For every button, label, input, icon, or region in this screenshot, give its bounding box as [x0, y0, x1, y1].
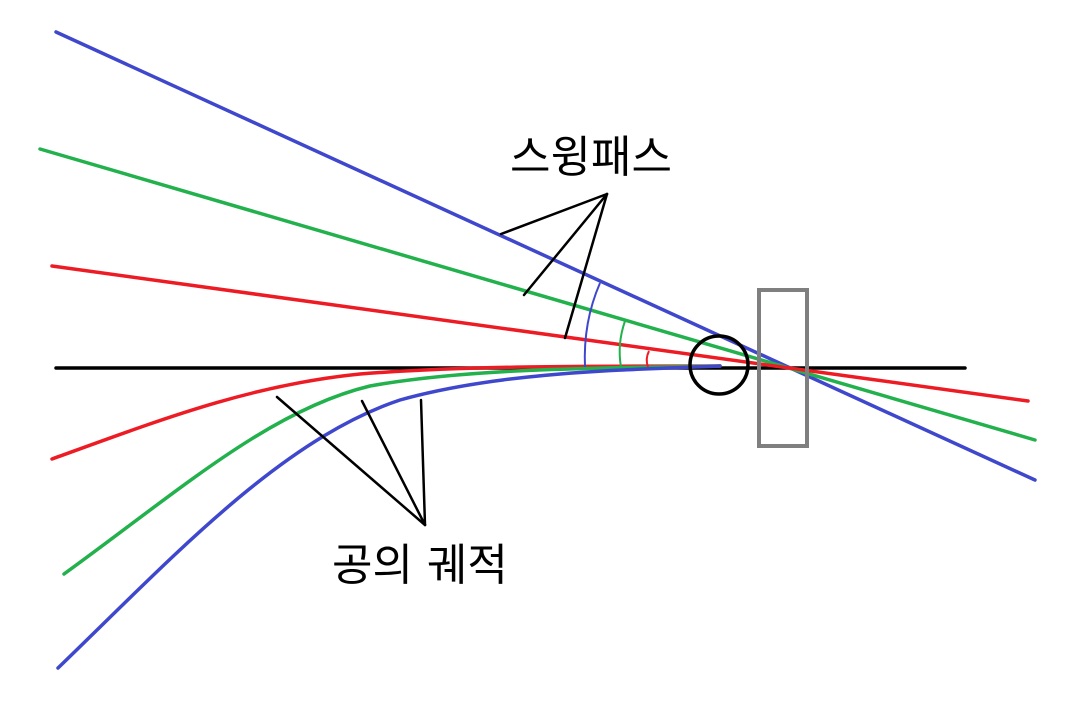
swing-path-red [50, 264, 1030, 403]
ball-trajectory-pointer-green [360, 399, 427, 527]
ball-trajectory-label: 공의 궤적 [332, 540, 508, 591]
swing-path-pointer-red [563, 192, 609, 340]
swing-path-pointer-blue [499, 192, 609, 236]
swing-path-blue [54, 30, 1037, 482]
ball-trajectory-pointer-red [275, 395, 427, 527]
ball-trajectory-green [62, 364, 722, 576]
swing-path-label: 스윙패스 [510, 132, 672, 183]
ball-trajectory-pointer-blue [419, 398, 427, 527]
ball-trajectory-blue [56, 364, 722, 670]
angle-arc-red [645, 350, 650, 368]
golf-ball [688, 334, 750, 396]
club-head [757, 288, 809, 448]
ball-trajectory-red [50, 364, 722, 461]
angle-arc-blue [583, 282, 601, 368]
angle-arc-green [618, 320, 626, 368]
swing-path-green [38, 147, 1037, 442]
swing-path-pointer-green [522, 192, 609, 297]
